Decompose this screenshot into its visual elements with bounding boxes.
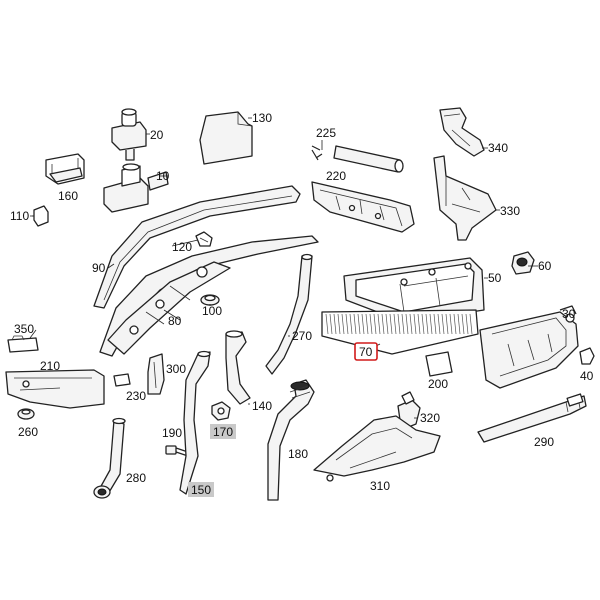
label-150: 150 (191, 483, 211, 497)
label-30: 30 (562, 307, 576, 321)
label-210: 210 (40, 359, 60, 373)
label-310: 310 (370, 479, 390, 493)
label-170: 170 (213, 425, 233, 439)
part-40-clip[interactable] (579, 347, 595, 365)
label-280: 280 (126, 471, 146, 485)
label-20: 20 (150, 128, 164, 142)
label-200: 200 (428, 377, 448, 391)
part-350-clip[interactable] (7, 335, 39, 353)
part-330-bracket[interactable] (433, 155, 500, 241)
label-60: 60 (538, 259, 552, 273)
label-140: 140 (252, 399, 272, 413)
label-40: 40 (580, 369, 594, 383)
part-90-trim[interactable] (93, 185, 301, 309)
label-70: 70 (359, 345, 373, 359)
label-130: 130 (252, 111, 272, 125)
label-10: 10 (156, 169, 170, 183)
part-260-grommet[interactable] (17, 408, 35, 420)
label-180: 180 (288, 447, 308, 461)
label-100: 100 (202, 304, 222, 318)
part-150-hose[interactable] (179, 350, 211, 495)
label-120: 120 (172, 240, 192, 254)
part-180-hose[interactable] (267, 379, 315, 501)
part-200-pad[interactable] (425, 351, 453, 377)
part-230-pad[interactable] (113, 373, 131, 387)
part-120-clip[interactable] (195, 231, 213, 247)
label-160: 160 (58, 189, 78, 203)
part-100-grommet[interactable] (200, 294, 220, 306)
label-350: 350 (14, 322, 34, 336)
label-300: 300 (166, 362, 186, 376)
part-60-sensor[interactable] (511, 251, 535, 275)
label-70-box[interactable]: 70 (354, 342, 378, 361)
label-270: 270 (292, 329, 312, 343)
part-190-bolt[interactable] (165, 445, 189, 457)
label-110: 110 (10, 209, 29, 223)
part-50-housing[interactable] (343, 257, 485, 323)
label-260: 260 (18, 425, 38, 439)
part-225-rod[interactable] (311, 140, 404, 173)
label-340: 340 (488, 141, 508, 155)
part-30-housing[interactable] (479, 305, 579, 389)
part-140-hose[interactable] (225, 330, 251, 405)
label-190: 190 (162, 426, 182, 440)
part-20-actuator[interactable] (111, 108, 150, 161)
label-150-tag: 150 (188, 482, 214, 497)
part-80-duct[interactable] (99, 235, 319, 357)
label-330: 330 (500, 204, 520, 218)
part-110-clip[interactable] (32, 205, 49, 227)
part-70-filter[interactable] (321, 309, 479, 355)
leader-lines (29, 215, 538, 419)
part-220-frame[interactable] (311, 181, 415, 233)
label-225: 225 (316, 126, 336, 140)
part-labels: 20 10 160 110 130 225 220 340 330 90 120… (10, 111, 594, 497)
label-230: 230 (126, 389, 146, 403)
label-170-tag: 170 (210, 424, 236, 439)
label-50: 50 (488, 271, 502, 285)
part-300-bracket[interactable] (147, 353, 165, 395)
part-160-bracket[interactable] (45, 153, 85, 185)
part-290-strip[interactable] (477, 393, 587, 443)
part-130-cover[interactable] (199, 111, 253, 165)
part-10-actuator[interactable] (103, 163, 169, 213)
part-280-pipe[interactable] (93, 417, 126, 499)
label-80: 80 (168, 314, 182, 328)
label-90: 90 (92, 261, 106, 275)
label-290: 290 (534, 435, 554, 449)
part-270-hose[interactable] (265, 253, 313, 375)
part-340-bracket[interactable] (439, 107, 488, 157)
filter-pleats (325, 313, 473, 335)
part-210-trim[interactable] (5, 369, 105, 409)
label-320: 320 (420, 411, 440, 425)
part-310-shield[interactable] (313, 415, 441, 482)
label-220: 220 (326, 169, 346, 183)
part-170-nut[interactable] (211, 401, 231, 421)
